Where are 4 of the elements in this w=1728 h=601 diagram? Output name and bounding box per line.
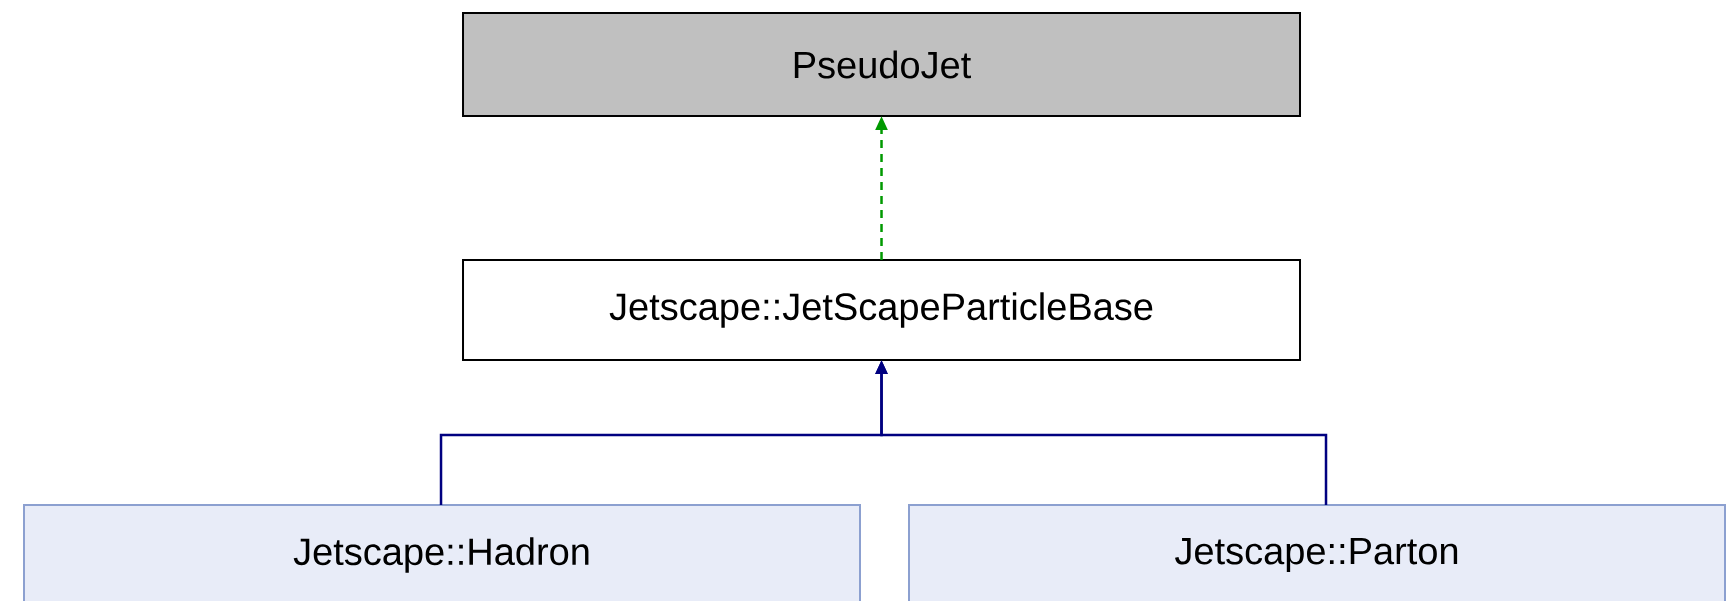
class-box: Jetscape::Hadron bbox=[23, 504, 861, 601]
class-box: Jetscape::JetScapeParticleBase bbox=[462, 259, 1301, 361]
class-box: Jetscape::Parton bbox=[908, 504, 1726, 601]
class-box: PseudoJet bbox=[462, 12, 1301, 117]
